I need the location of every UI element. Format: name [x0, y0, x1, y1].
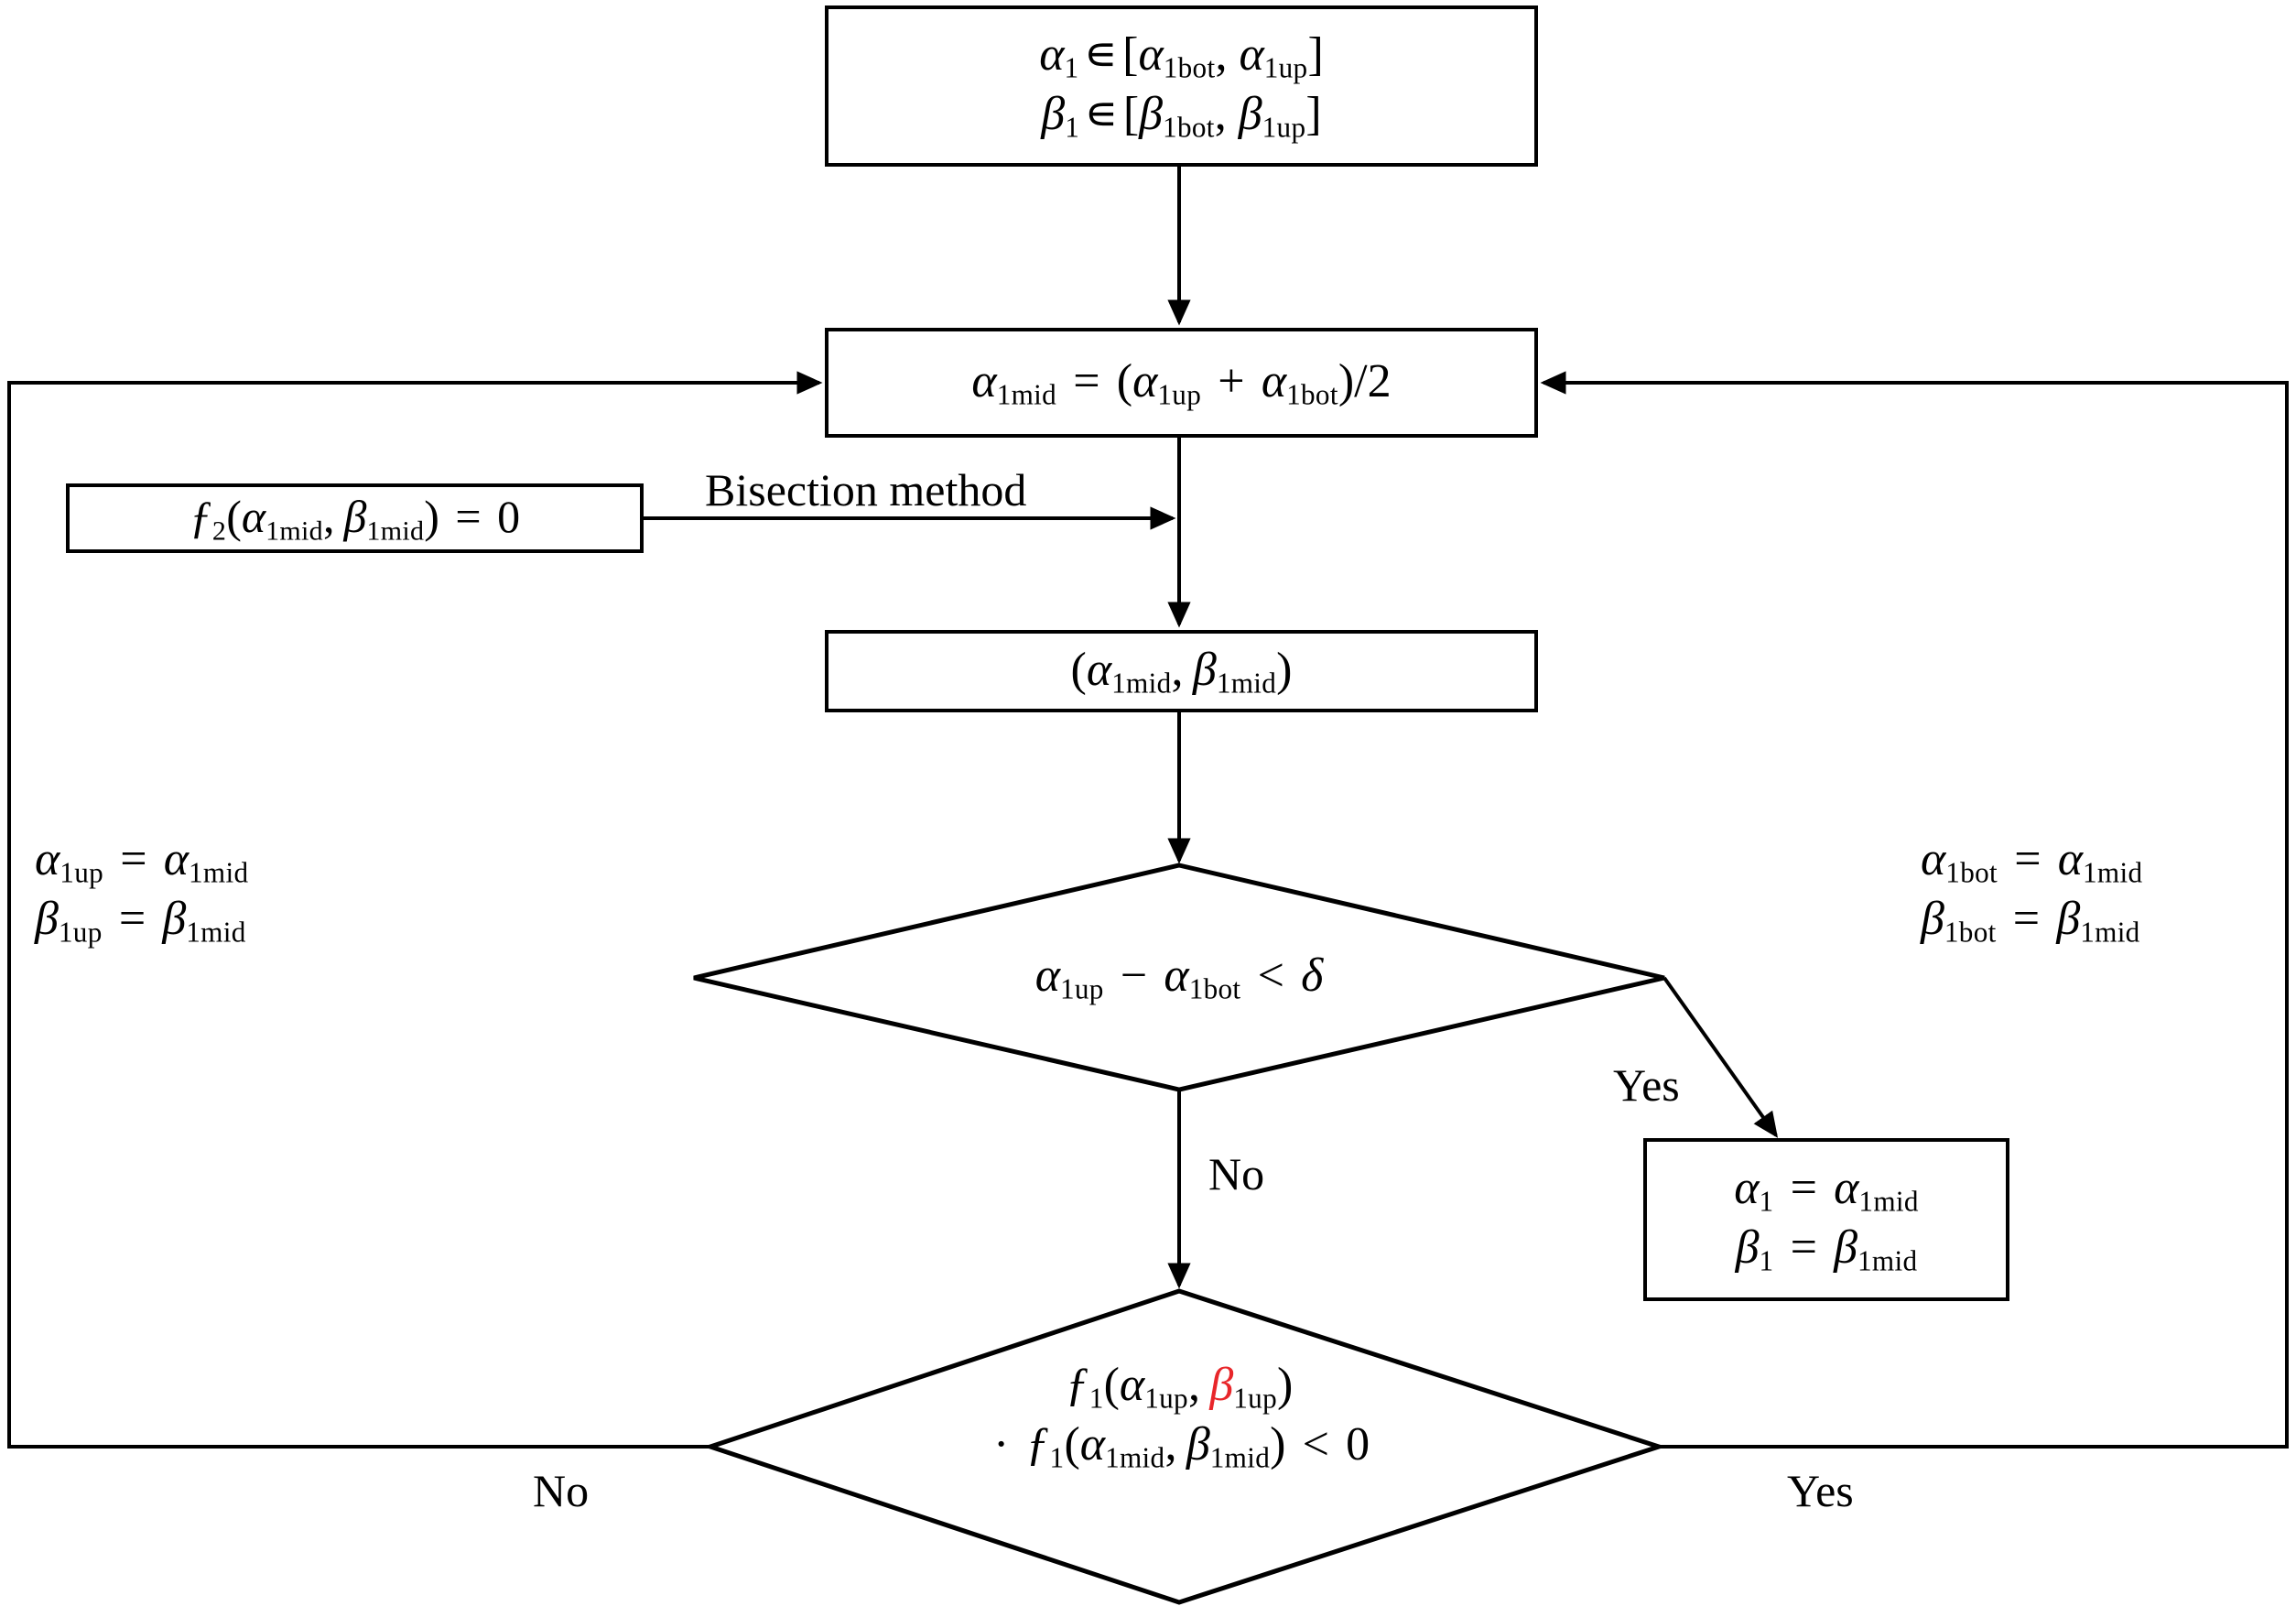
- update-lower-line-beta: β1bot = β1mid: [1921, 892, 2140, 949]
- midpoint-formula-line: α1mid = (α1up + α1bot)/2: [971, 354, 1392, 411]
- midpoint-pair-box[interactable]: (α1mid, β1mid): [825, 630, 1538, 712]
- update-upper-bounds-label: α1up = α1mid β1up = β1mid: [35, 831, 248, 949]
- solve-f2-box[interactable]: ƒ2(α1mid, β1mid) = 0: [66, 483, 644, 553]
- initial-range-line-1: α1∊[α1bot, α1up]: [1039, 28, 1324, 85]
- sign-no-label: No: [533, 1465, 590, 1516]
- tolerance-decision-outline: [693, 863, 1665, 1092]
- initial-range-line-2: β1∊[β1bot, β1up]: [1041, 88, 1322, 144]
- update-lower-line-alpha: α1bot = α1mid: [1921, 833, 2143, 889]
- edge-tolerance-yes-to-result: [1662, 976, 1779, 1138]
- edge-sign-yes-feedback: [1540, 371, 2289, 1449]
- result-line-alpha: α1 = α1mid: [1734, 1162, 1919, 1219]
- sign-change-line-2: · ƒ1(α1mid, β1mid) < 0: [993, 1417, 1370, 1474]
- sign-change-line-1: ƒ1(α1up, β1up): [1065, 1359, 1294, 1415]
- result-assignment-box[interactable]: α1 = α1mid β1 = β1mid: [1643, 1138, 2009, 1301]
- tolerance-decision-text: α1up − α1bot < δ: [904, 948, 1454, 1007]
- midpoint-pair-line: (α1mid, β1mid): [1070, 643, 1293, 700]
- tolerance-yes-label: Yes: [1613, 1059, 1680, 1111]
- sign-change-decision-text: ƒ1(α1up, β1up) · ƒ1(α1mid, β1mid) < 0: [859, 1357, 1500, 1475]
- update-upper-line-alpha: α1up = α1mid: [35, 833, 249, 889]
- update-lower-bounds-label: α1bot = α1mid β1bot = β1mid: [1921, 831, 2142, 949]
- solve-f2-line: ƒ2(α1mid, β1mid) = 0: [189, 490, 521, 546]
- tolerance-no-label: No: [1208, 1148, 1265, 1199]
- midpoint-formula-box[interactable]: α1mid = (α1up + α1bot)/2: [825, 328, 1538, 438]
- tolerance-decision-line: α1up − α1bot < δ: [1034, 949, 1324, 1005]
- bisection-method-label: Bisection method: [705, 464, 1027, 515]
- sign-yes-label: Yes: [1787, 1465, 1854, 1516]
- result-line-beta: β1 = β1mid: [1735, 1221, 1918, 1277]
- sign-change-decision-outline: [703, 1288, 1667, 1605]
- initial-range-box[interactable]: α1∊[α1bot, α1up] β1∊[β1bot, β1up]: [825, 5, 1538, 167]
- update-upper-line-beta: β1up = β1mid: [35, 892, 246, 949]
- edge-sign-no-feedback: [7, 371, 823, 1449]
